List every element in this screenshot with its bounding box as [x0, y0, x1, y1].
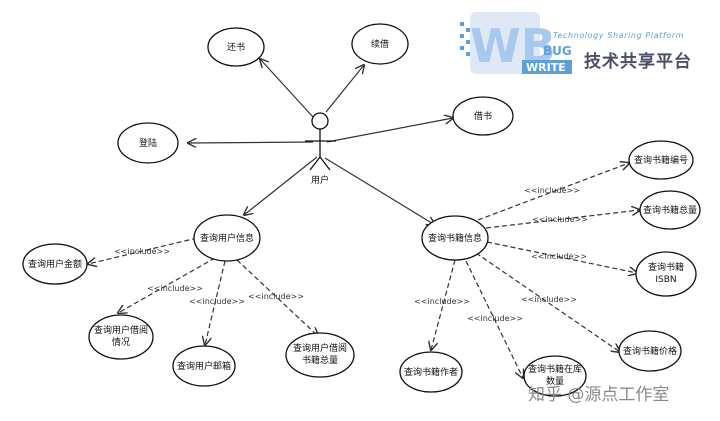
usecase-label: 查询书籍作者 [404, 366, 458, 378]
usecase-label: 续借 [371, 38, 389, 50]
assoc-query-book [324, 157, 435, 225]
include-book-total [485, 210, 640, 229]
assoc-query-user [244, 156, 318, 215]
include-book-isbn [486, 241, 637, 273]
usecase-label-line1: 查询用户借阅 [293, 342, 347, 354]
logo-write-badge [522, 60, 572, 74]
include-labels: <<include>> <<include>> <<include>> <<in… [114, 186, 588, 323]
include-book-id [477, 163, 629, 221]
assoc-renew [325, 65, 364, 113]
usecase-user-borrow-status: 查询用户借阅 情况 [88, 314, 154, 360]
usecase-label-line1: 查询用户借阅 [94, 324, 148, 336]
usecase-label: 查询书籍信息 [428, 232, 482, 244]
usecase-label-line1: 查询书籍 [648, 261, 684, 273]
include-label: <<include>> [189, 297, 245, 306]
include-book-stock [465, 260, 523, 378]
usecase-label: 借书 [474, 110, 492, 122]
usecase-label: 查询用户金额 [28, 258, 82, 270]
watermark: 知乎 @源点工作室 [528, 385, 669, 405]
usecase-label: 查询书籍总量 [643, 204, 697, 216]
usecase-renew: 续借 [351, 23, 409, 65]
actor-leg-right [319, 156, 331, 171]
usecase-label: 查询书籍价格 [623, 345, 677, 357]
usecase-user-balance: 查询用户金额 [22, 243, 88, 285]
usecase-book-price: 查询书籍价格 [618, 330, 682, 372]
assoc-return-book [260, 59, 314, 118]
logo-background [470, 12, 540, 74]
usecase-book-total: 查询书籍总量 [639, 190, 701, 230]
usecase-label-line1: 查询书籍在库 [528, 363, 582, 375]
usecase-book-isbn: 查询书籍 ISBN [635, 251, 697, 297]
logo-name-cn: 技术共享平台 [584, 51, 692, 72]
usecase-book-id: 查询书籍编号 [628, 140, 694, 180]
include-label: <<include>> [467, 314, 523, 323]
include-label: <<include>> [147, 284, 203, 293]
actor-associations [188, 59, 453, 225]
usecase-login: 登陆 [117, 122, 179, 164]
logo: WB BUG WRITE Technology Sharing Platform… [460, 12, 692, 74]
include-label: <<include>> [531, 252, 587, 261]
include-relations [88, 163, 640, 378]
usecase-label-line2: 数量 [546, 375, 564, 387]
logo-tagline: Technology Sharing Platform [553, 31, 684, 40]
usecase-return-book: 还书 [207, 27, 265, 67]
usecase-label: 查询用户邮箱 [177, 360, 231, 372]
include-label: <<include>> [114, 247, 170, 256]
include-user-borrow-status [118, 257, 216, 313]
include-label: <<include>> [524, 186, 580, 195]
include-user-email [205, 260, 226, 345]
include-label: <<include>> [248, 292, 304, 301]
usecase-book-stock: 查询书籍在库 数量 [523, 355, 587, 397]
usecase-borrow: 借书 [452, 96, 514, 136]
usecase-label: 登陆 [139, 137, 157, 149]
actor-label: 用户 [311, 174, 329, 186]
logo-bug: BUG [543, 44, 572, 58]
include-label: <<include>> [521, 295, 577, 304]
include-book-price [475, 252, 620, 352]
include-user-balance [88, 237, 198, 264]
actor-head [311, 112, 329, 130]
usecase-user-borrow-total: 查询用户借阅 书籍总量 [285, 332, 355, 378]
include-user-borrow-total [236, 259, 318, 336]
logo-dots [460, 22, 470, 56]
include-label: <<include>> [532, 215, 588, 224]
include-label: <<include>> [414, 297, 470, 306]
logo-write: WRITE [526, 61, 566, 74]
usecase-label-line2: 书籍总量 [302, 354, 338, 366]
usecase-book-author: 查询书籍作者 [399, 351, 463, 393]
assoc-login [188, 142, 314, 143]
usecase-query-user: 查询用户信息 [193, 214, 261, 262]
actor-leg-left [309, 156, 321, 171]
usecase-label-line2: 情况 [112, 336, 130, 348]
usecase-label: 还书 [227, 41, 245, 53]
assoc-borrow [326, 118, 453, 143]
usecase-label: 查询书籍编号 [634, 154, 688, 166]
usecase-label: 查询用户信息 [200, 232, 254, 244]
actor-user: 用户 [305, 112, 336, 186]
usecase-label-line2: ISBN [655, 275, 676, 285]
usecase-query-book: 查询书籍信息 [421, 215, 489, 261]
usecase-user-email: 查询用户邮箱 [172, 345, 236, 387]
